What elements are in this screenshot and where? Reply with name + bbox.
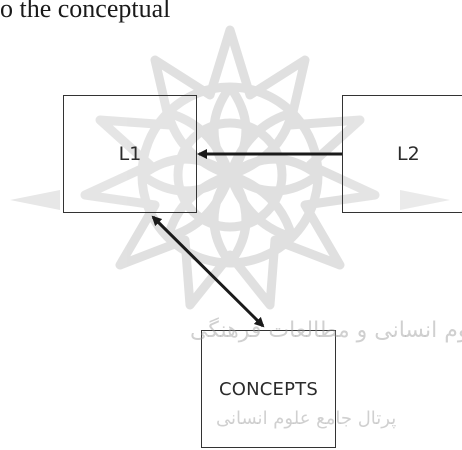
top-text-fragment: o the conceptual xyxy=(0,0,171,23)
node-l2: L2 xyxy=(342,95,462,213)
watermark-text-line2: پرتال جامع علوم انسانی xyxy=(216,408,397,429)
edge-l1-concepts xyxy=(151,215,265,328)
node-l1-label: L1 xyxy=(118,143,142,165)
node-l2-label: L2 xyxy=(397,143,420,165)
watermark-text-line1: پژوهشگاه علوم انسانی و مطالعات فرهنگی xyxy=(190,318,462,343)
node-concepts: CONCEPTS xyxy=(201,330,336,448)
node-l1: L1 xyxy=(63,95,197,213)
node-concepts-label: CONCEPTS xyxy=(218,378,319,400)
